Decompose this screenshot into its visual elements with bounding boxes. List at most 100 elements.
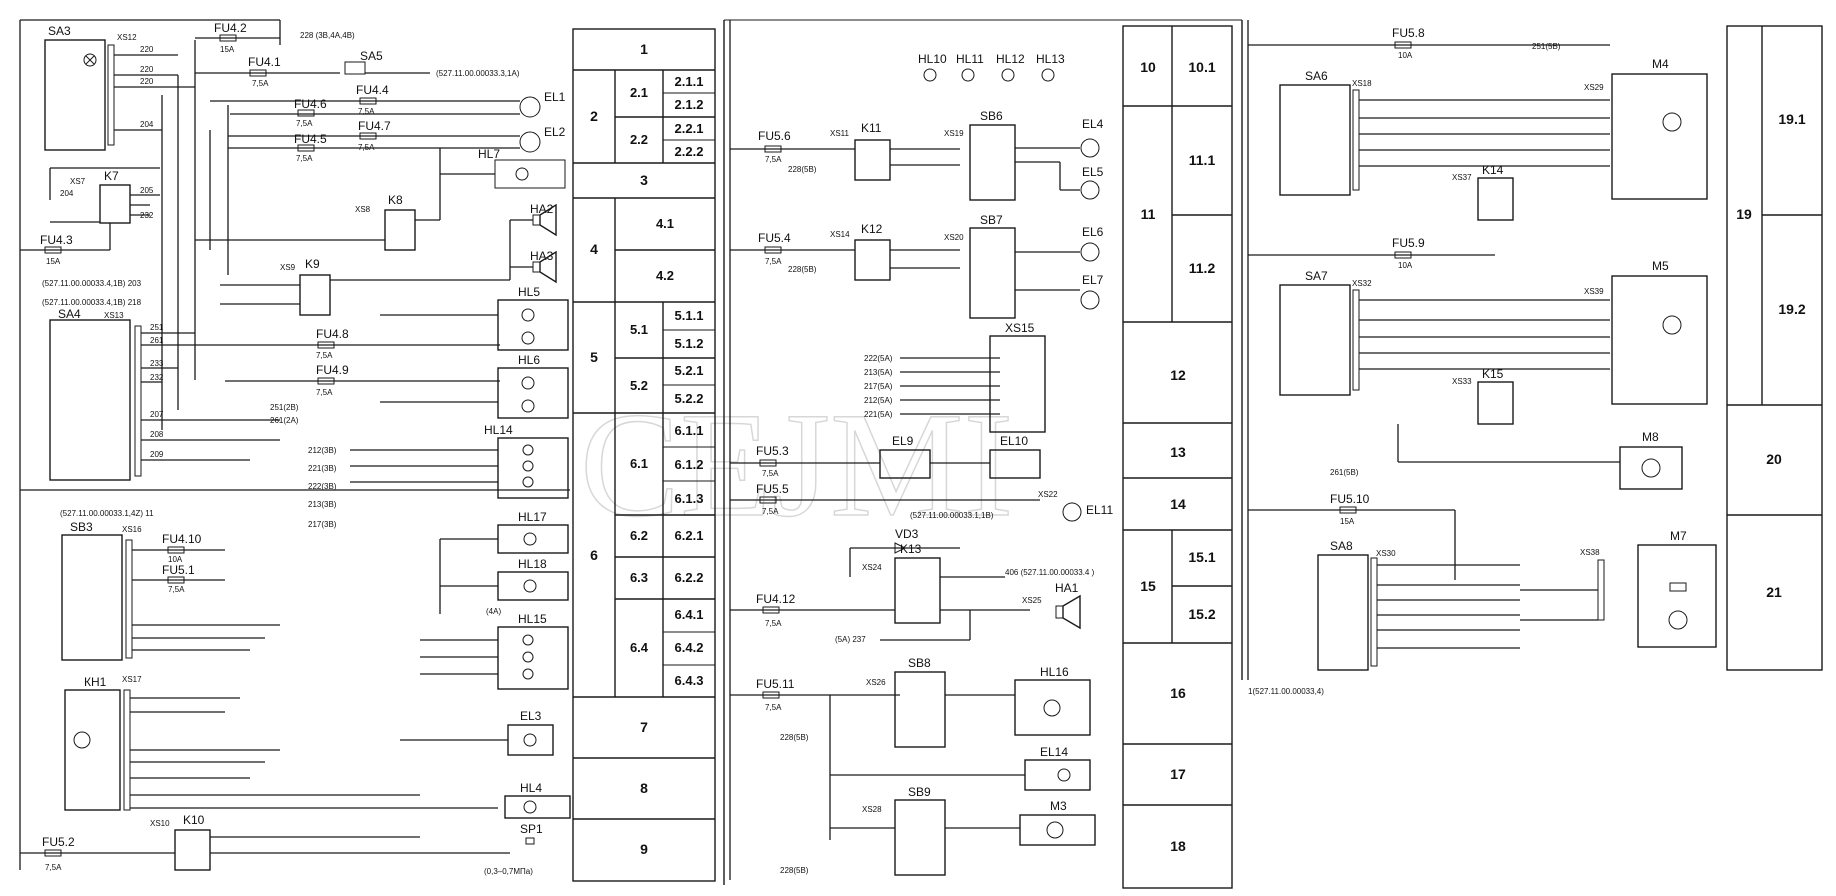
ha2-label: HA2 (530, 202, 554, 216)
el7-label: EL7 (1082, 273, 1104, 287)
xs26-label: XS26 (866, 678, 886, 687)
k14-label: K14 (1482, 163, 1504, 177)
section-5-2: 5.2 (630, 378, 648, 393)
xs15-label: XS15 (1005, 321, 1035, 335)
section-11-2: 11.2 (1189, 260, 1216, 276)
section-5-1-1: 5.1.1 (675, 308, 704, 323)
xs12-label: XS12 (117, 33, 137, 42)
svg-text:232: 232 (140, 211, 154, 220)
xs13-label: XS13 (104, 311, 124, 320)
k12-label: K12 (861, 222, 883, 236)
xs9-label: XS9 (280, 263, 296, 272)
motor-m5 (1611, 275, 1708, 405)
relay-k9 (299, 274, 331, 316)
section-6-3: 6.3 (630, 570, 648, 585)
fu4-2-rating: 15А (220, 45, 235, 54)
section-table-middle: 10 10.1 11 11.1 11.2 12 13 14 15 15.1 15… (1122, 25, 1233, 889)
wire-217-3b: 217(3B) (308, 520, 337, 529)
wire-212-5a: 212(5A) (864, 396, 893, 405)
hl12-label: HL12 (996, 52, 1025, 66)
wire-221-5a: 221(5A) (864, 410, 893, 419)
section-2-1-1: 2.1.1 (675, 74, 704, 89)
wire-217-5a: 217(5A) (864, 382, 893, 391)
wire-221-3b: 221(3B) (308, 464, 337, 473)
hl15-label: HL15 (518, 612, 547, 626)
wire-251-2b: 251(2B) (270, 403, 299, 412)
section-15: 15 (1140, 578, 1156, 594)
svg-text:220: 220 (140, 45, 154, 54)
indicator-hl6 (497, 367, 569, 419)
hl4-label: HL4 (520, 781, 542, 795)
hl14-label: HL14 (484, 423, 513, 437)
indicator-hl4 (504, 795, 571, 819)
svg-text:220: 220 (140, 65, 154, 74)
ha1-label: HA1 (1055, 581, 1079, 595)
lamp-el5-icon (1080, 180, 1100, 200)
hl17-label: HL17 (518, 510, 547, 524)
xs24-label: XS24 (862, 563, 882, 572)
wire-228-ref: 228 (3B,4A,4B) (300, 31, 355, 40)
section-7: 7 (640, 719, 648, 735)
section-18: 18 (1170, 838, 1186, 854)
el1-label: EL1 (544, 90, 566, 104)
xs32-label: XS32 (1352, 279, 1372, 288)
connector-xs15 (989, 335, 1046, 433)
lamp-el6-icon (1080, 242, 1100, 262)
svg-text:233: 233 (150, 359, 164, 368)
section-5-1: 5.1 (630, 322, 648, 337)
svg-text:204: 204 (140, 120, 154, 129)
fu4-12-label: FU4.12 (756, 592, 796, 606)
m4-label: M4 (1652, 57, 1669, 71)
indicator-hl16 (1014, 679, 1091, 736)
svg-text:220: 220 (140, 77, 154, 86)
sa6-label: SA6 (1305, 69, 1328, 83)
relay-k11 (854, 139, 891, 181)
section-table-right: 19 19.1 19.2 20 21 (1726, 25, 1823, 671)
section-12: 12 (1170, 367, 1186, 383)
el9-label: EL9 (892, 434, 914, 448)
k15-label: K15 (1482, 367, 1504, 381)
switch-sa5 (344, 61, 366, 75)
section-2-2-2: 2.2.2 (675, 144, 704, 159)
indicator-hl11 (961, 68, 975, 82)
m3-label: M3 (1050, 799, 1067, 813)
relay-k13 (894, 557, 941, 624)
fuse-fu5-8 (1394, 41, 1412, 49)
wire-406-ref: 406 (527.11.00.00033.4 ) (1005, 568, 1095, 577)
k7-label: K7 (104, 169, 119, 183)
lamp-icon (83, 53, 97, 67)
fu5-6-label: FU5.6 (758, 129, 791, 143)
k8-label: K8 (388, 193, 403, 207)
wire-4a: (4A) (486, 607, 501, 616)
hl6-label: HL6 (518, 353, 540, 367)
lamp-el4-icon (1080, 138, 1100, 158)
fu5-8-label: FU5.8 (1392, 26, 1425, 40)
wire-228-5b-c: 228(5B) (780, 733, 809, 742)
fu5-2-label: FU5.2 (42, 835, 75, 849)
vd3-label: VD3 (895, 527, 919, 541)
section-11-1: 11.1 (1189, 152, 1216, 168)
xs14-label: XS14 (830, 230, 850, 239)
section-2-1-2: 2.1.2 (675, 97, 704, 112)
section-4: 4 (590, 241, 598, 257)
svg-text:251: 251 (150, 323, 164, 332)
switch-sa8 (1317, 554, 1369, 671)
fu5-2-rating: 7,5А (45, 863, 62, 872)
xs33-label: XS33 (1452, 377, 1472, 386)
fu4-3-label: FU4.3 (40, 233, 73, 247)
relay-k15 (1477, 381, 1514, 425)
fu4-4-label: FU4.4 (356, 83, 389, 97)
xs8-label: XS8 (355, 205, 371, 214)
section-11: 11 (1141, 206, 1156, 222)
horn-ha1-icon (1062, 594, 1081, 630)
el6-label: EL6 (1082, 225, 1104, 239)
xs17-label: XS17 (122, 675, 142, 684)
fu5-9-rating: 10А (1398, 261, 1413, 270)
sb6-label: SB6 (980, 109, 1003, 123)
wire-11-ref: (527.11.00.00033.1,4Z) 11 (60, 509, 154, 518)
xs30-label: XS30 (1376, 549, 1396, 558)
wire-261-2a: 261(2A) (270, 416, 299, 425)
fu5-3-label: FU5.3 (756, 444, 789, 458)
kh1-label: КН1 (84, 675, 107, 689)
sensor-kh1 (64, 689, 121, 811)
